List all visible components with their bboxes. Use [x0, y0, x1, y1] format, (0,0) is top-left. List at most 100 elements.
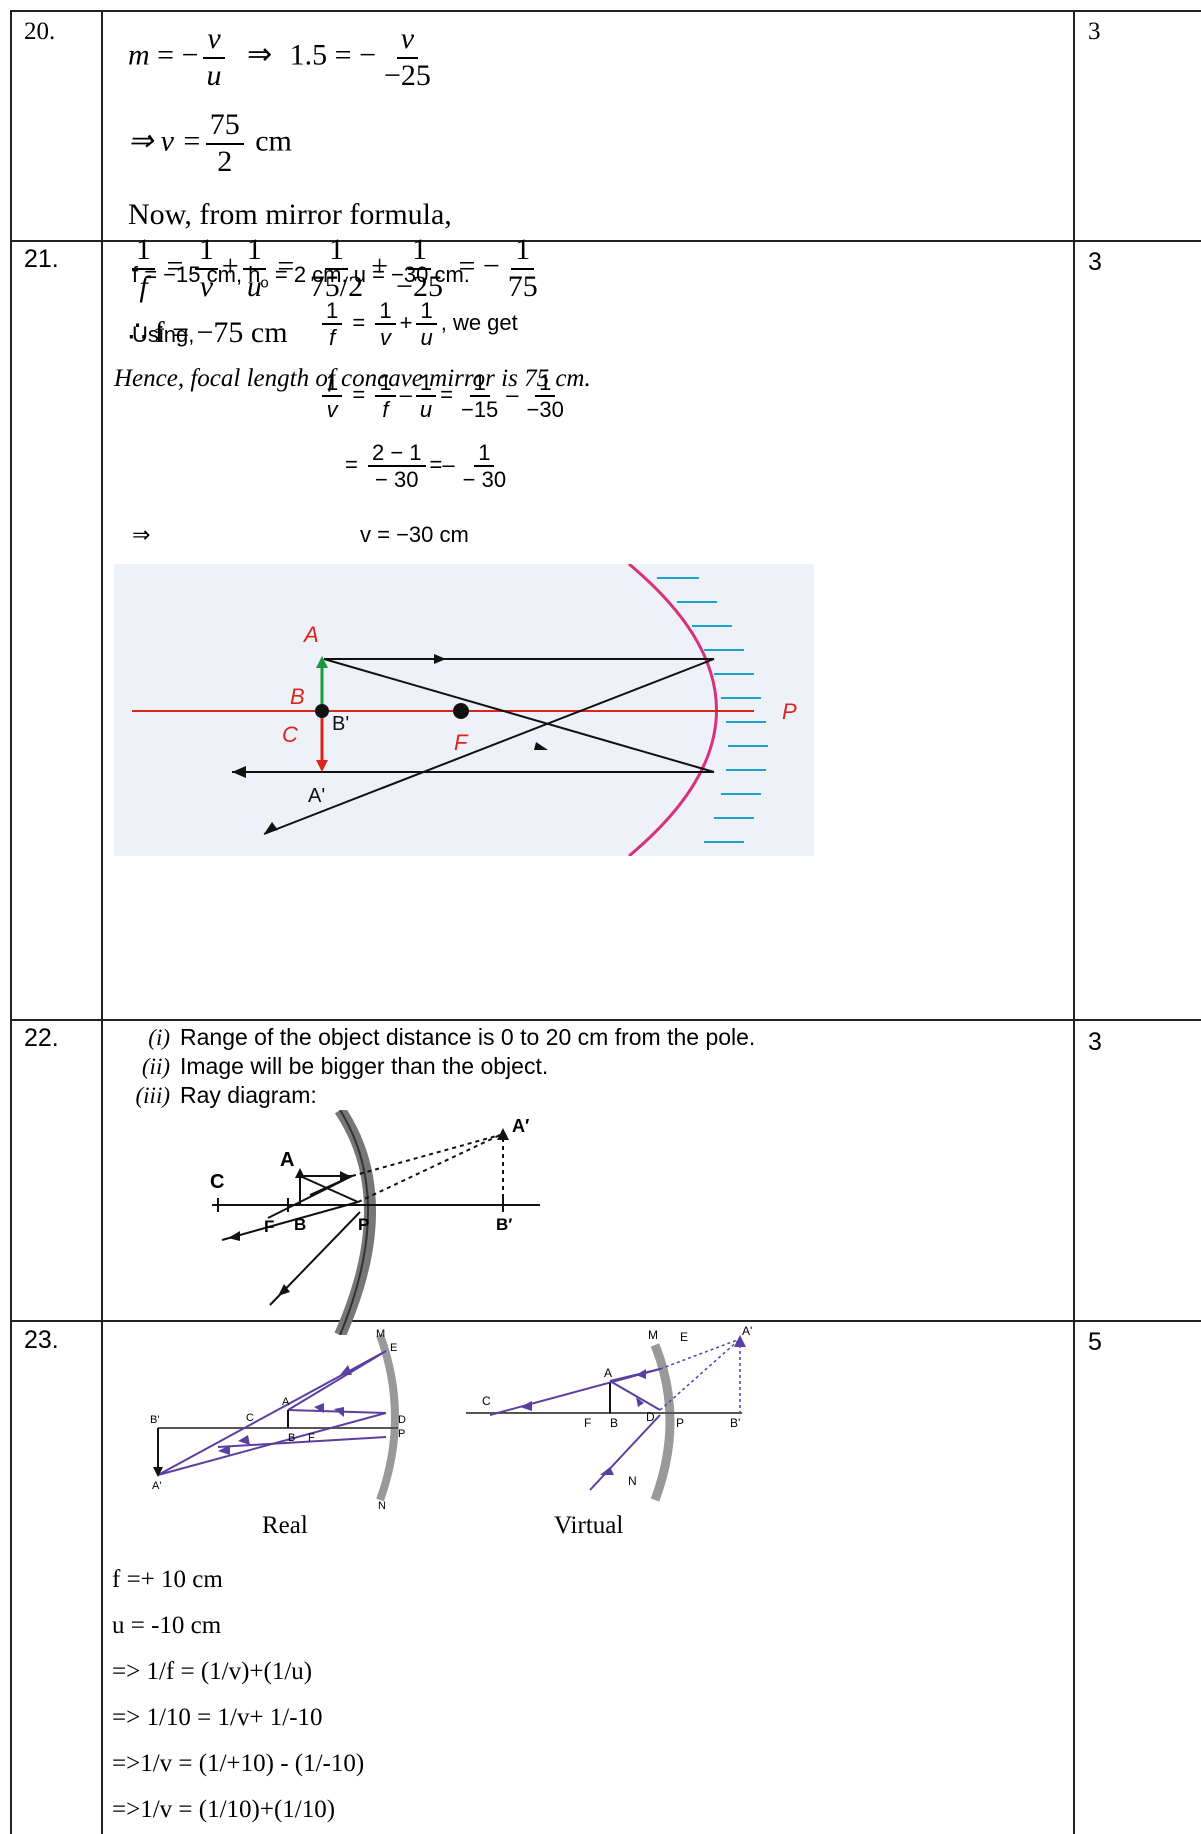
q22-image-arrowhead	[497, 1128, 509, 1140]
q20-mf-a-num: 1	[324, 233, 348, 270]
q20-mf-eq3: = −	[458, 249, 500, 283]
q20-mf-plus2: +	[371, 249, 389, 283]
q23-real-arrow-3	[334, 1407, 344, 1417]
q20-mirror-formula-intro: Now, from mirror formula,	[128, 198, 452, 231]
q21-r1-d3: u	[420, 325, 433, 351]
q23-virtual-rays	[489, 1368, 661, 1491]
q21-r1-plus: +	[399, 310, 413, 336]
q23-real-arrow-2	[314, 1403, 324, 1413]
q23-virtual-label-b: B	[610, 1416, 618, 1430]
q21-object-arrowhead	[316, 656, 328, 668]
q22-arrowhead-1	[340, 1171, 350, 1181]
q22-label-c: C	[210, 1171, 224, 1193]
row-divider-22	[10, 1019, 1201, 1021]
q20-mf-a-den: 75/2	[309, 269, 364, 303]
q21-r3-eq: =	[345, 452, 358, 478]
q23-real-label-d: D	[398, 1414, 406, 1426]
question-number-22: 22.	[24, 1024, 59, 1052]
q21-point-f	[453, 703, 469, 719]
question-number-20: 20.	[24, 18, 56, 45]
q20-mf-b-den: −25	[396, 269, 443, 303]
q23-real-label-f: F	[308, 1432, 315, 1444]
q22-arrowhead-2	[228, 1231, 240, 1241]
q20-mf-v-num: 1	[194, 233, 218, 270]
q23-virtual-label-m: M	[648, 1328, 658, 1342]
q21-label-a-prime: A'	[308, 785, 325, 807]
q21-result: v = −30 cm	[360, 522, 469, 547]
q23-virtual-label-d: D	[646, 1410, 655, 1424]
q21-arrowhead-4	[264, 822, 278, 834]
q20-mf-b-num: 1	[407, 233, 431, 270]
q23-line-6: =>1/v = (1/10)+(1/10)	[112, 1796, 336, 1823]
q20-mf-c-den: 75	[507, 269, 538, 303]
q21-given-rest: = 2 cm, u = −30 cm.	[268, 262, 470, 287]
q21-r1-n3: 1	[416, 298, 437, 326]
q23-virtual-label-a-prime: A'	[742, 1325, 752, 1338]
q20-mf-u-num: 1	[242, 233, 266, 270]
q23-real-label-a-prime: A'	[152, 1480, 161, 1492]
q20-focal-result: ∴ f = −75 cm	[128, 316, 288, 349]
q20-mf-u-den: u	[246, 269, 262, 303]
q22-item-i-label: (i)	[148, 1025, 170, 1050]
q23-virtual-image-arrowhead	[734, 1335, 746, 1347]
q20-mf-c-num: 1	[511, 233, 535, 270]
q20-implies: ⇒	[247, 38, 273, 72]
q21-r3-n2: 1	[474, 440, 495, 468]
q23-virtual-label-b-prime: B'	[730, 1416, 740, 1430]
q20-conclusion: Hence, focal length of concave mirror is…	[114, 365, 591, 392]
q21-r1-d2: v	[379, 325, 391, 351]
q23-line-4: => 1/10 = 1/v+ 1/-10	[112, 1704, 323, 1731]
q21-r3-eq2: =	[429, 452, 443, 478]
q21-r1-d1: f	[329, 325, 336, 351]
q22-item-iii-text: Ray diagram:	[180, 1082, 317, 1108]
q21-rays	[232, 658, 715, 835]
q22-label-p: P	[358, 1215, 369, 1234]
q23-virtual-arrow-3	[636, 1397, 644, 1407]
q21-label-p: P	[782, 699, 797, 724]
q20-minus2: −	[359, 38, 376, 72]
q23-virtual-arrow-1	[636, 1369, 646, 1379]
q21-r1-n1: 1	[322, 298, 343, 326]
q21-arrowhead-2	[534, 742, 548, 750]
q23-real-label-m: M	[376, 1328, 385, 1340]
col-divider-num	[101, 10, 103, 1834]
q22-label-b: B	[294, 1215, 306, 1234]
q23-virtual-label-e: E	[680, 1330, 688, 1344]
q22-arrowhead-3	[278, 1284, 290, 1296]
q21-r2-minus2: –	[506, 382, 519, 408]
q21-r2-d1: v	[326, 397, 338, 423]
q20-mf-eq2: =	[277, 249, 295, 283]
q22-virtual-rays	[351, 1134, 504, 1205]
q22-item-iii-label: (iii)	[135, 1083, 171, 1108]
table-top-border	[10, 10, 1201, 12]
q21-r2-n5: 1	[535, 370, 556, 398]
q23-real-arrow-1	[340, 1365, 352, 1375]
q21-mirror-hatching	[657, 577, 768, 843]
q23-real-arrow-4	[238, 1435, 250, 1445]
q23-real-label-c: C	[246, 1412, 254, 1424]
row-divider-23	[10, 1320, 1201, 1322]
q21-given: f = −15 cm, ho = 2 cm, u = −30 cm.	[132, 262, 470, 291]
q23-line-1: f =+ 10 cm	[112, 1566, 223, 1593]
q20-mf-f-den: f	[139, 269, 148, 303]
q20-frac-v: v	[203, 22, 225, 59]
marks-23: 5	[1088, 1328, 1102, 1356]
q21-row3: = 2 − 1− 30=–1− 30	[345, 440, 514, 493]
q22-label-a-prime: A′	[512, 1116, 529, 1136]
q21-given-main: f = −15 cm, h	[132, 262, 261, 287]
question-number-23: 23.	[24, 1326, 59, 1354]
q20-frac-u: u	[206, 58, 222, 92]
q20-mf-plus1: +	[221, 249, 239, 283]
q21-r3-d1: − 30	[375, 467, 419, 493]
q21-label-c: C	[282, 722, 298, 747]
q21-arrowhead-3	[232, 766, 246, 778]
q22-mirror-inner	[339, 1110, 369, 1335]
q21-r2-n1: 1	[322, 370, 343, 398]
q20-value: 1.5 =	[289, 38, 352, 72]
q21-r1-n2: 1	[375, 298, 396, 326]
q22-item-iii: (iii) Ray diagram:	[128, 1082, 317, 1109]
q21-ray-diagram: A B C B' A' F P	[114, 564, 814, 856]
q21-point-c	[315, 704, 329, 718]
